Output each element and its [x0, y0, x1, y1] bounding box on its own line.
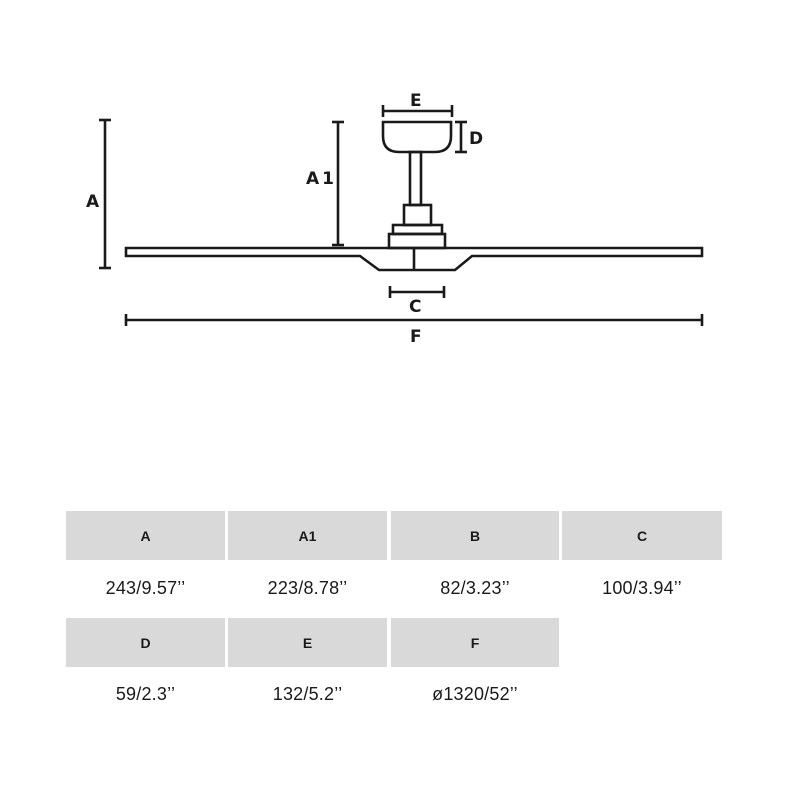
label-a: A	[86, 192, 100, 212]
label-d: D	[469, 129, 483, 149]
value-f: ø1320/52’’	[432, 684, 518, 704]
fan-dimension-diagram: A A1 E D C F	[86, 91, 704, 347]
dimension-c-line	[388, 286, 446, 298]
label-e: E	[410, 91, 422, 111]
header-f: F	[391, 618, 559, 667]
header-c: C	[562, 511, 722, 560]
value-d: 59/2.3’’	[115, 684, 176, 704]
dimension-f-line	[124, 314, 704, 326]
value-a1: 223/8.78’’	[267, 578, 348, 598]
header-b: B	[391, 511, 559, 560]
header-a1: A1	[228, 511, 387, 560]
label-a1: A1	[306, 169, 337, 189]
fan-motor-top	[402, 203, 433, 227]
value-a: 243/9.57’’	[105, 578, 186, 598]
fan-canopy	[381, 120, 453, 154]
header-a: A	[66, 511, 225, 560]
fan-motor-bottom	[387, 232, 447, 250]
dimension-d-line	[455, 120, 467, 154]
fan-motor-middle	[391, 223, 444, 236]
header-d: D	[66, 618, 225, 667]
fan-downrod	[408, 150, 423, 207]
header-e: E	[228, 618, 387, 667]
value-c: 100/3.94’’	[602, 578, 682, 598]
dimension-a1-line	[332, 120, 344, 247]
label-f: F	[410, 327, 422, 347]
label-c: C	[409, 297, 421, 317]
value-e: 132/5.2’’	[272, 684, 343, 704]
value-b: 82/3.23’’	[440, 578, 510, 598]
dimension-e-line	[381, 105, 454, 117]
fan-blades	[124, 246, 704, 272]
dimension-a-line	[99, 118, 111, 270]
